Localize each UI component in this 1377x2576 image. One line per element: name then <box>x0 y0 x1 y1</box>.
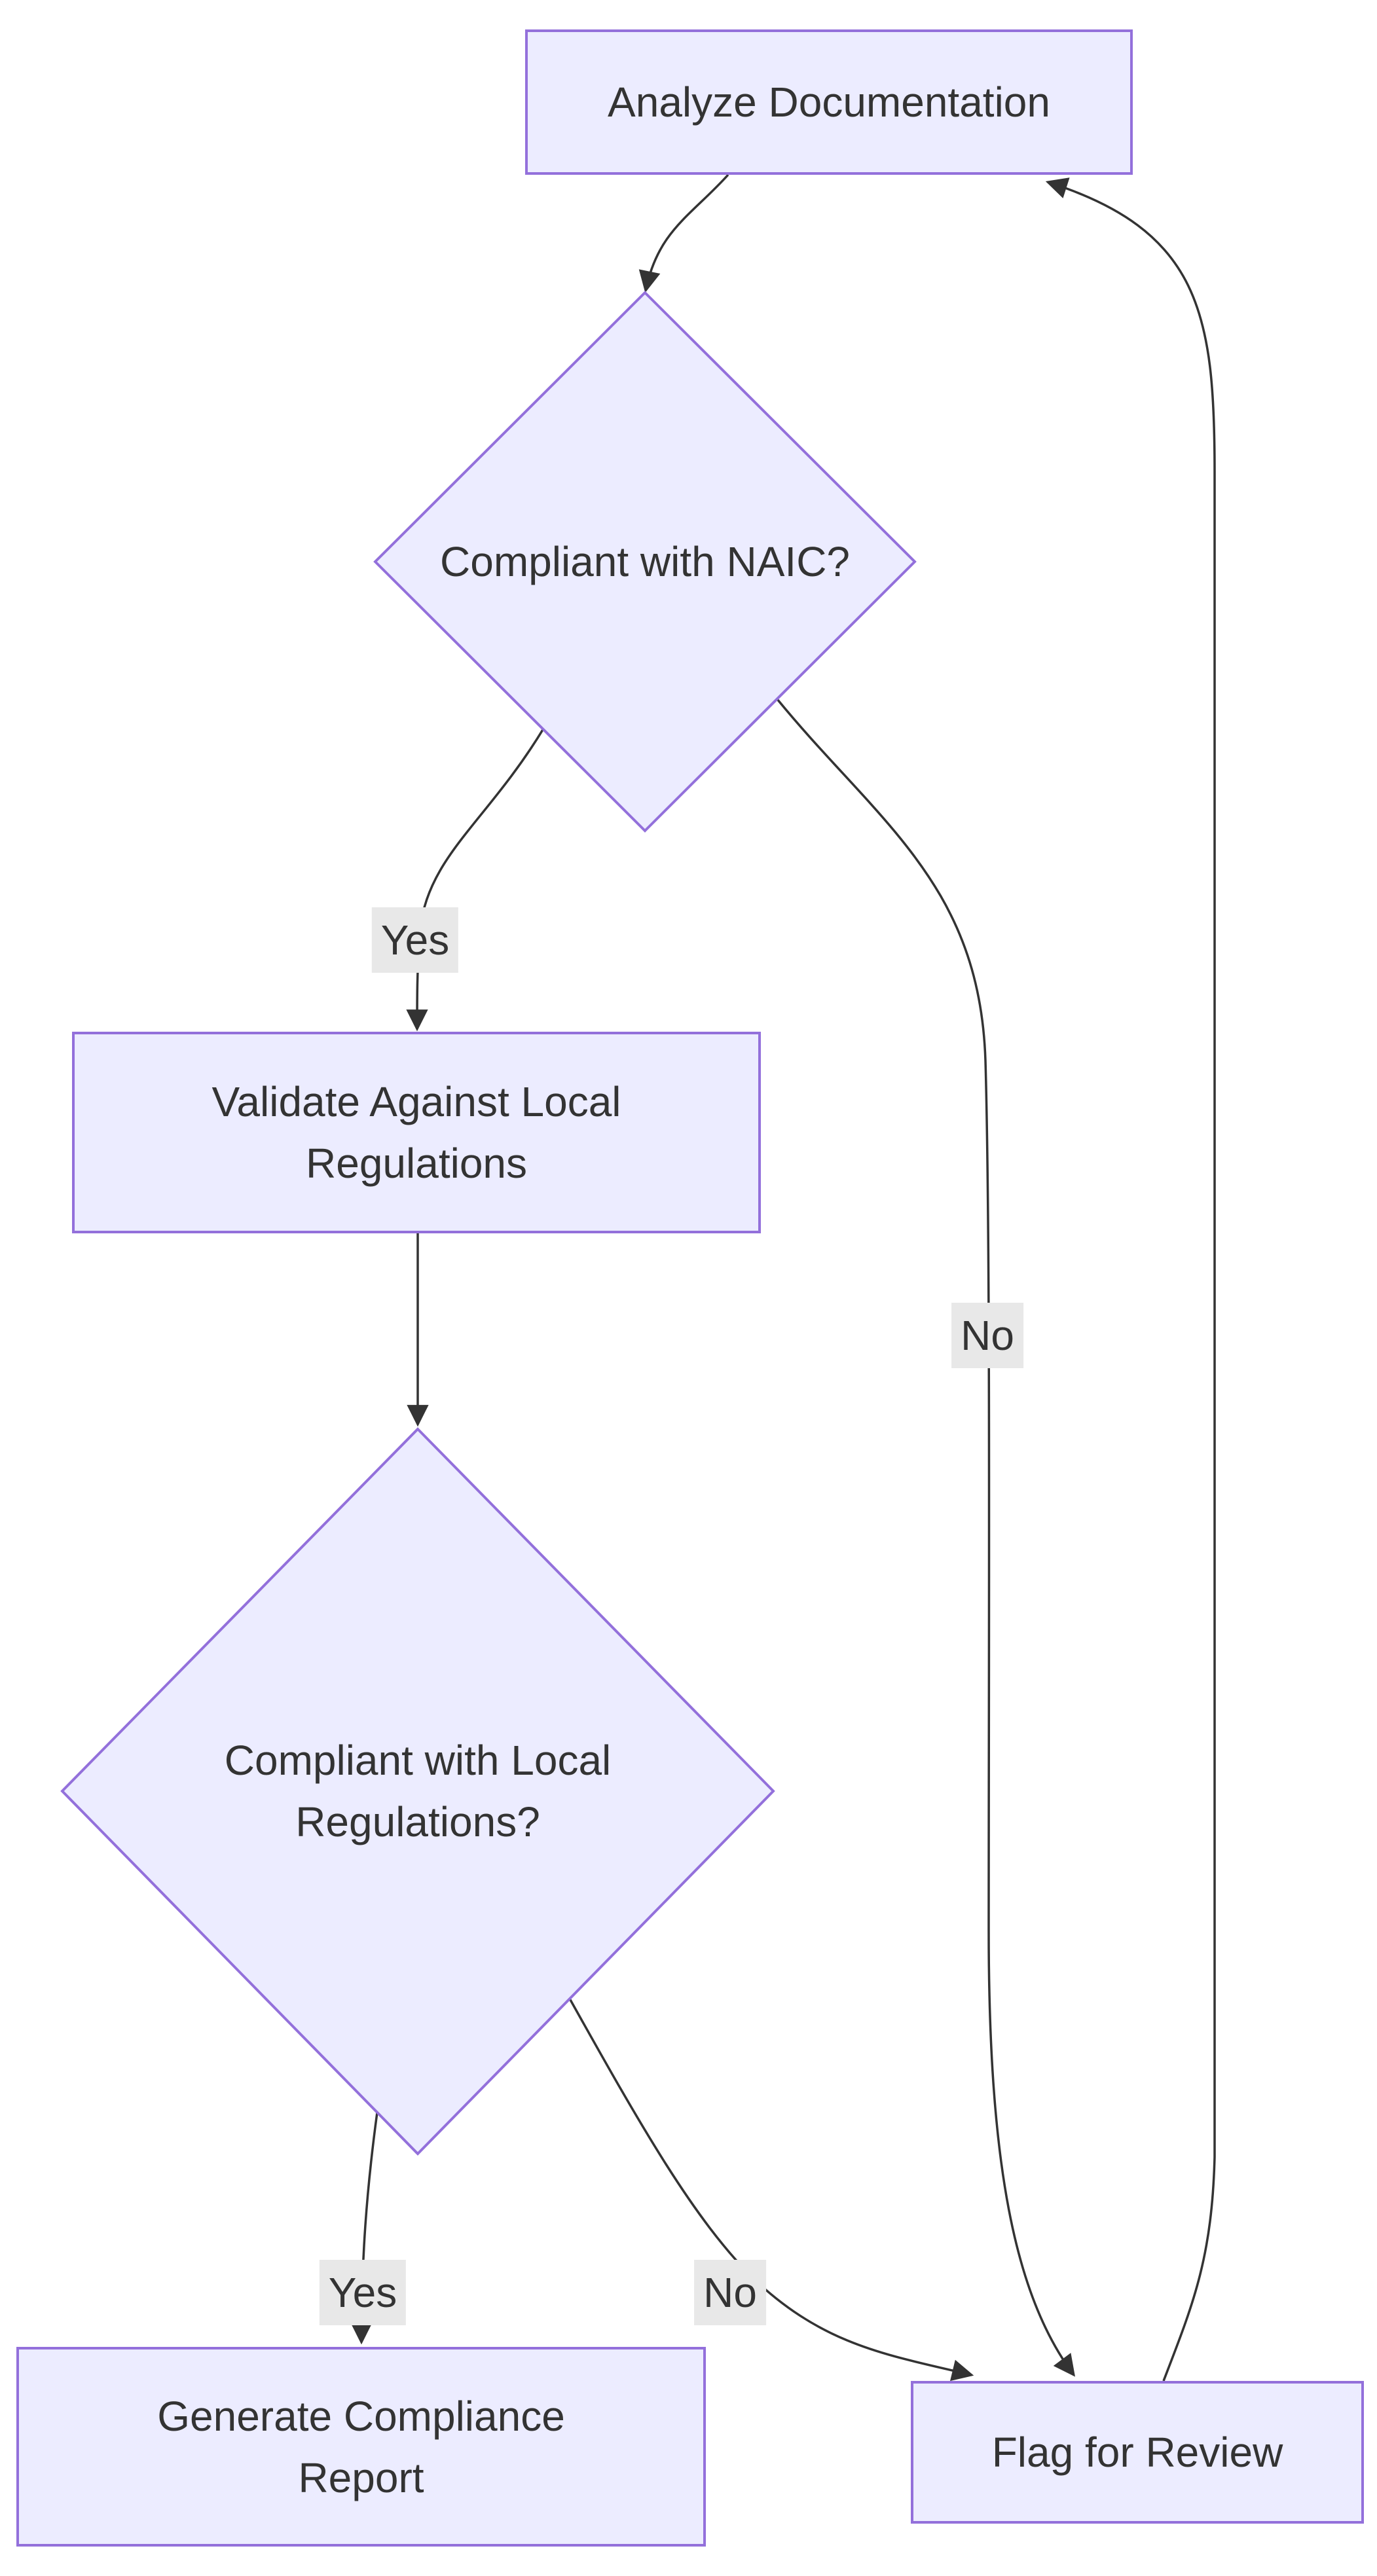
edge-naic-yes-to-validate <box>406 728 545 1032</box>
edge-flag-to-analyze <box>1045 177 1216 2382</box>
node-label-analyze: Analyze Documentation <box>608 79 1050 126</box>
edge-label-local-yes: Yes <box>319 2260 407 2325</box>
node-label-flag: Flag for Review <box>991 2429 1283 2476</box>
edge-label-local-no: No <box>694 2260 766 2325</box>
edge-analyze-to-naic <box>638 173 729 293</box>
edge-naic-no-to-flag <box>776 698 1075 2377</box>
node-analyze-documentation: Analyze Documentation <box>525 29 1133 175</box>
node-validate-regulations: Validate Against Local Regulations <box>72 1032 761 1233</box>
node-flag-for-review: Flag for Review <box>911 2381 1364 2524</box>
edge-label-naic-yes: Yes <box>371 907 459 973</box>
edge-label-naic-no: No <box>951 1303 1023 1368</box>
naic-decision-diamond <box>373 291 917 833</box>
edge-local-no-to-flag <box>568 1998 974 2382</box>
node-label-generate: Generate Compliance Report <box>157 2392 565 2501</box>
node-label-validate: Validate Against Local Regulations <box>211 1078 621 1187</box>
local-decision-diamond <box>60 1427 775 2156</box>
node-generate-report: Generate Compliance Report <box>16 2347 706 2547</box>
